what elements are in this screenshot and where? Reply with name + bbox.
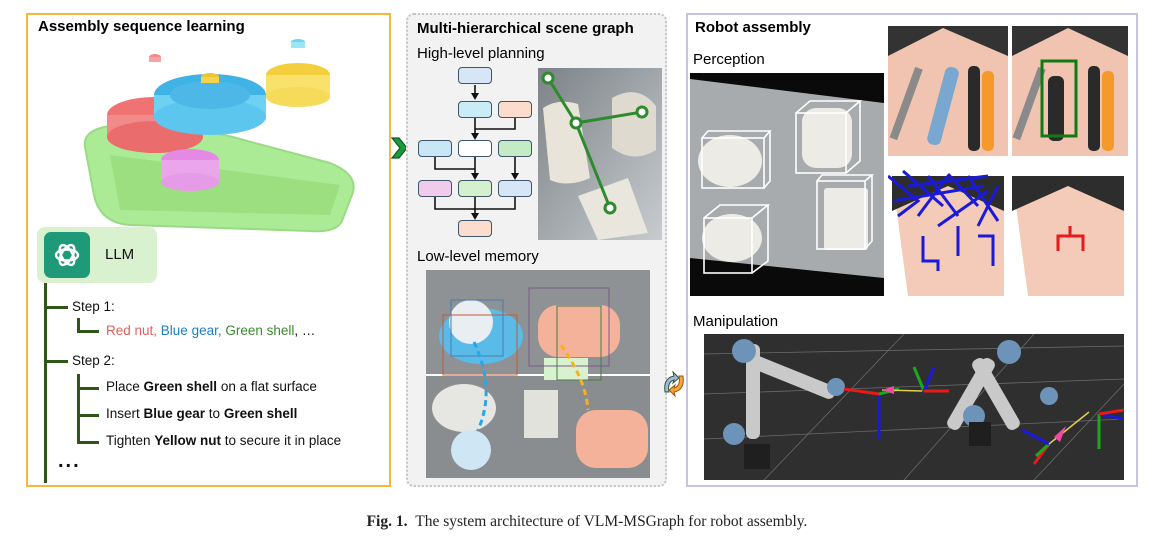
manipulation-label: Manipulation bbox=[693, 313, 779, 330]
flow-node bbox=[498, 180, 532, 197]
flow-node bbox=[458, 220, 492, 237]
segment-text: to bbox=[205, 406, 224, 421]
flow-node bbox=[498, 101, 532, 118]
segment-bold: Blue gear bbox=[143, 406, 206, 421]
bbox-blue bbox=[450, 299, 504, 357]
flow-node bbox=[498, 140, 532, 157]
best-grasp bbox=[1056, 226, 1085, 251]
bbox-purple bbox=[528, 287, 610, 367]
high-level-planning-label: High-level planning bbox=[417, 45, 545, 62]
pink-spool-bottom bbox=[576, 410, 648, 468]
flow-node bbox=[458, 67, 492, 84]
segment-text: Tighten bbox=[106, 433, 155, 448]
caption-text: The system architecture of VLM-MSGraph f… bbox=[415, 513, 808, 530]
tree-branch bbox=[77, 387, 99, 390]
pink-spool bbox=[538, 305, 620, 357]
bbox-green bbox=[556, 305, 602, 381]
step-2-item: Tighten Yellow nut to secure it in place bbox=[106, 433, 341, 448]
segment-bold: Yellow nut bbox=[154, 433, 222, 448]
low-level-memory-photo bbox=[426, 270, 650, 478]
segment-ellipsis: , … bbox=[294, 323, 316, 338]
yellow-nut bbox=[201, 73, 219, 83]
step-2-item: Insert Blue gear to Green shell bbox=[106, 406, 297, 421]
segment-text: Place bbox=[106, 379, 144, 394]
tree-trunk bbox=[44, 283, 47, 483]
manipulation-visualization bbox=[704, 334, 1124, 480]
tree-branch bbox=[77, 441, 99, 444]
segment-text: to secure it in place bbox=[221, 433, 342, 448]
step-1-item: Red nut, Blue gear, Green shell, … bbox=[106, 323, 315, 338]
segment-blue-gear: Blue gear, bbox=[160, 323, 226, 338]
flow-node bbox=[458, 101, 492, 118]
step-2-item: Place Green shell on a flat surface bbox=[106, 379, 317, 394]
blue-gear bbox=[154, 74, 266, 135]
assembly-sequence-title: Assembly sequence learning bbox=[38, 18, 245, 35]
3d-bounding-boxes bbox=[701, 100, 875, 274]
plate-part bbox=[698, 135, 762, 187]
gear-assembly-illustration bbox=[83, 39, 355, 233]
cycle-arrows-icon bbox=[664, 370, 684, 398]
orange-match-arrow bbox=[559, 344, 590, 411]
grasp-detection-photos bbox=[888, 26, 1128, 296]
tree-branch bbox=[77, 414, 99, 417]
flow-node bbox=[418, 140, 452, 157]
caption-label: Fig. 1. bbox=[366, 513, 408, 530]
segment-bold: Green shell bbox=[143, 379, 218, 394]
flowchart-connectors bbox=[434, 85, 519, 220]
segment-red-nut: Red nut, bbox=[106, 323, 161, 338]
grasp-candidates bbox=[888, 169, 1000, 271]
robot-arm-right bbox=[947, 340, 1058, 446]
step-2-label: Step 2: bbox=[72, 353, 115, 368]
white-gear bbox=[449, 300, 493, 344]
flow-node bbox=[458, 140, 492, 157]
blue-gear-bottom bbox=[451, 430, 491, 470]
tree-branch bbox=[77, 318, 80, 332]
tree-branch bbox=[77, 330, 99, 333]
tree-branch bbox=[44, 360, 68, 363]
robot-arm-left bbox=[723, 339, 845, 469]
pink-gear bbox=[161, 149, 219, 191]
low-level-memory-label: Low-level memory bbox=[417, 248, 539, 265]
scene-graph-photo bbox=[538, 68, 662, 240]
bbox-orange bbox=[442, 314, 518, 376]
figure-caption: Fig. 1. The system architecture of VLM-M… bbox=[0, 513, 1174, 531]
yellow-gear bbox=[266, 63, 330, 107]
target-frame-left bbox=[843, 366, 949, 439]
llm-label: LLM bbox=[105, 246, 135, 263]
detection-bbox bbox=[1040, 59, 1078, 138]
perception-label: Perception bbox=[693, 51, 765, 68]
planning-flowchart bbox=[410, 60, 538, 240]
segment-text: on a flat surface bbox=[217, 379, 317, 394]
spool-part bbox=[802, 108, 852, 168]
robot-assembly-title: Robot assembly bbox=[695, 19, 811, 36]
gear-part bbox=[702, 214, 762, 262]
tree-branch bbox=[44, 306, 68, 309]
block-part bbox=[824, 188, 868, 250]
cyan-nut bbox=[291, 39, 305, 48]
flow-node bbox=[458, 180, 492, 197]
blue-match-arrow bbox=[472, 341, 488, 431]
red-nut bbox=[149, 54, 161, 62]
white-plate bbox=[432, 384, 496, 432]
scene-graph-edges bbox=[546, 77, 643, 209]
scene-graph-title: Multi-hierarchical scene graph bbox=[417, 20, 634, 37]
perception-photo bbox=[690, 73, 884, 296]
openai-logo-icon bbox=[44, 232, 90, 278]
tree-branch bbox=[77, 374, 80, 444]
scene-graph-nodes bbox=[541, 71, 649, 215]
segment-green-shell: Green shell bbox=[225, 323, 295, 338]
step-1-label: Step 1: bbox=[72, 299, 115, 314]
green-block bbox=[544, 358, 588, 380]
white-block bbox=[524, 390, 558, 438]
chevron-right-icon bbox=[390, 137, 408, 159]
segment-text: Insert bbox=[106, 406, 144, 421]
more-steps-ellipsis: ... bbox=[58, 450, 81, 472]
flow-node bbox=[418, 180, 452, 197]
target-frame-right bbox=[1021, 408, 1124, 465]
gear-housing-part bbox=[612, 92, 656, 157]
segment-bold: Green shell bbox=[223, 406, 298, 421]
